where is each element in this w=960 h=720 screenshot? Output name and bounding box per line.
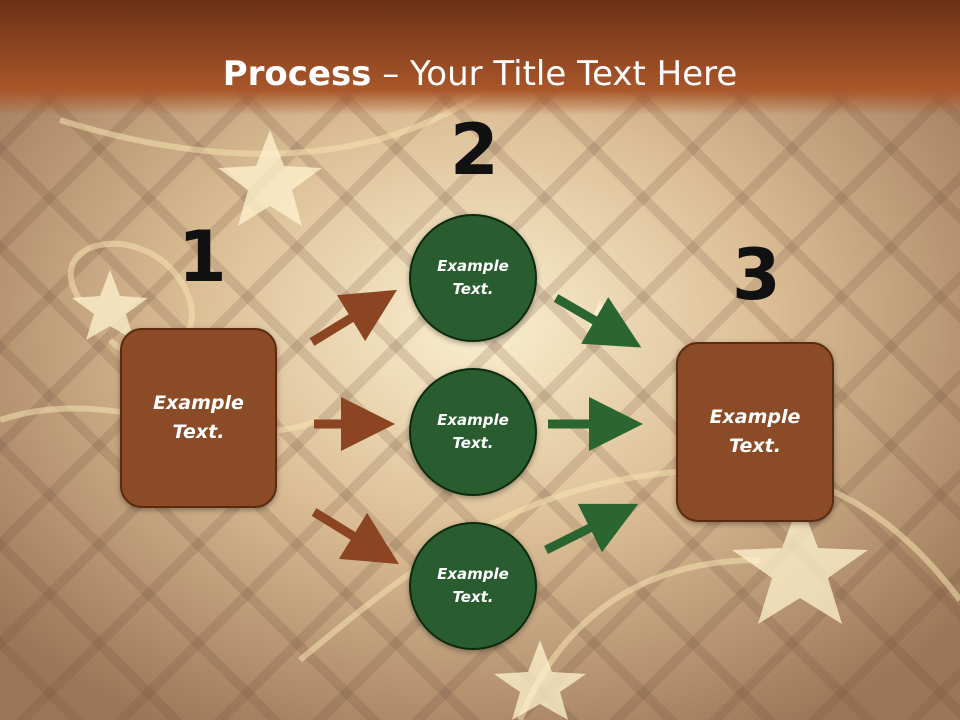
- step-number-1: 1: [178, 216, 227, 298]
- title-bold: Process: [222, 54, 372, 94]
- step-2-circle-middle: Example Text.: [409, 368, 537, 496]
- title-rest: – Your Title Text Here: [371, 54, 738, 94]
- step-number-3: 3: [732, 234, 781, 316]
- step-number-2: 2: [450, 109, 499, 191]
- step-3-box: Example Text.: [676, 342, 834, 522]
- step-2-circle-top: Example Text.: [409, 214, 537, 342]
- slide-title: Process – Your Title Text Here: [0, 52, 960, 96]
- step-2-circle-bottom: Example Text.: [409, 522, 537, 650]
- step-1-box: Example Text.: [120, 328, 277, 508]
- title-banner: [0, 0, 960, 115]
